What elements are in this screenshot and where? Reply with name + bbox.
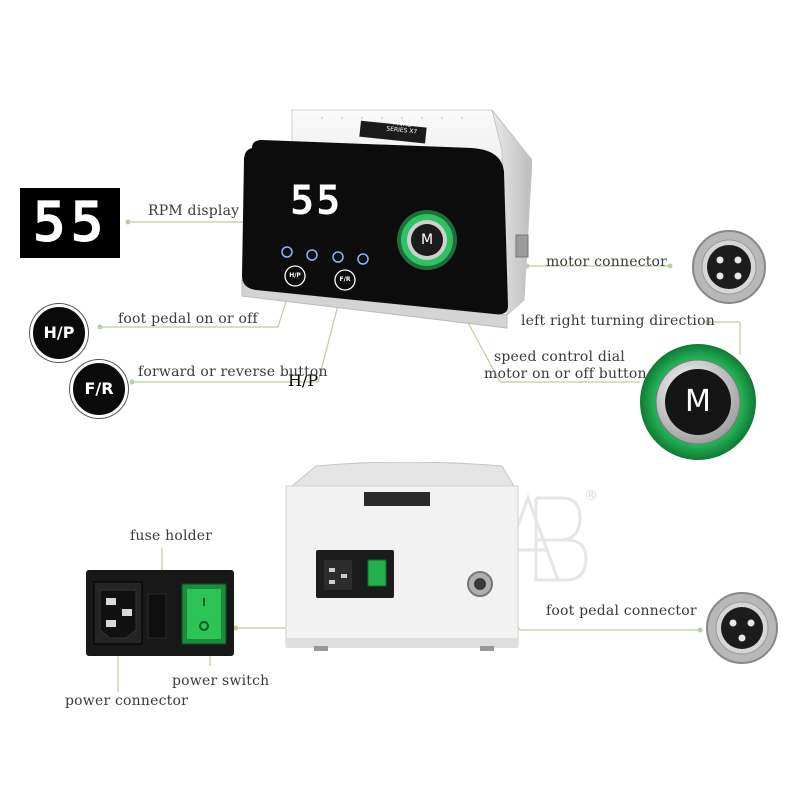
- hp-button-label: H/P: [288, 371, 319, 390]
- watermark-registered: ®: [584, 488, 598, 504]
- foot-pedal-connector-icon: [706, 592, 778, 664]
- fr-button[interactable]: F/R: [335, 270, 355, 290]
- device-rear-view: [284, 462, 520, 652]
- fr-badge-text: F/R: [84, 379, 114, 398]
- power-module-icon: [86, 570, 234, 656]
- speed-knob-label: M: [420, 232, 434, 248]
- hp-badge-text: H/P: [43, 323, 75, 342]
- rpm-display-zoom: 55: [20, 188, 120, 258]
- foot-pedal-connector-zoom: [704, 590, 780, 666]
- speed-knob[interactable]: M: [411, 224, 443, 256]
- foot-pedal-label: foot pedal on or off: [118, 311, 258, 327]
- motor-connector-label: motor connector: [546, 254, 668, 270]
- motor-onoff-label: motor on or off button: [484, 366, 647, 382]
- speed-control-label: speed control dial: [494, 349, 625, 365]
- fuse-holder-label: fuse holder: [130, 528, 213, 544]
- motor-connector-zoom: [690, 228, 768, 306]
- power-module-zoom: [86, 570, 234, 656]
- power-switch-label: power switch: [172, 673, 270, 689]
- knob-zoom-label: M: [685, 384, 711, 419]
- device-front-view: PRIME SERIES X7 55 H/P H/P F/R M: [232, 100, 532, 390]
- knob-zoom-shape: [640, 344, 756, 460]
- fr-badge: F/R: [70, 360, 128, 418]
- foot-pedal-connector-label: foot pedal connector: [546, 603, 697, 619]
- rear-body-shape: [285, 462, 519, 651]
- rpm-display-screen: 55: [290, 178, 343, 224]
- speed-knob-zoom: M: [636, 340, 760, 464]
- hp-badge: H/P: [30, 304, 88, 362]
- forward-reverse-label: forward or reverse button: [138, 364, 328, 380]
- rpm-display-label: RPM display: [148, 203, 240, 219]
- power-connector-label: power connector: [65, 693, 188, 709]
- motor-connector-icon: [692, 230, 766, 304]
- turning-direction-label: left right turning direction: [521, 313, 715, 329]
- fr-button-text: F/R: [339, 276, 351, 283]
- device-body-shape: [241, 109, 532, 329]
- hp-button[interactable]: H/P: [285, 266, 305, 286]
- rpm-display-zoom-value: 55: [32, 190, 108, 255]
- hp-button-text: H/P: [289, 272, 301, 279]
